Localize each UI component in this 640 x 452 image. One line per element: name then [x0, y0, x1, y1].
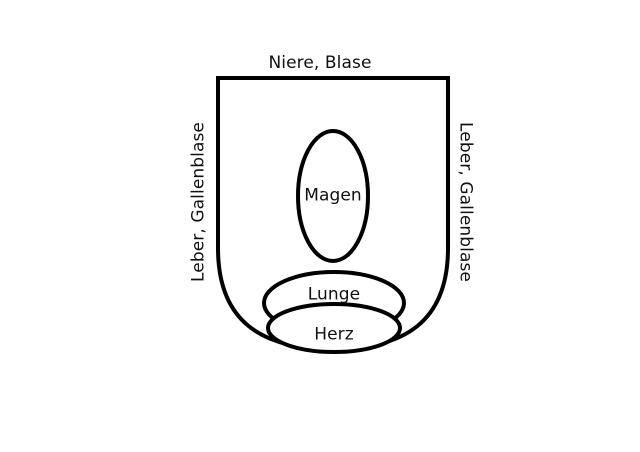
label-herz: Herz	[314, 324, 354, 345]
label-niere-blase: Niere, Blase	[268, 53, 372, 73]
label-leber-gallenblase-right: Leber, Gallenblase	[455, 122, 476, 282]
label-lunge: Lunge	[307, 284, 361, 305]
label-leber-gallenblase-left: Leber, Gallenblase	[188, 122, 209, 282]
label-magen: Magen	[304, 185, 362, 206]
organ-ellipse-magen	[296, 129, 370, 263]
organ-ellipse-herz	[266, 302, 402, 354]
